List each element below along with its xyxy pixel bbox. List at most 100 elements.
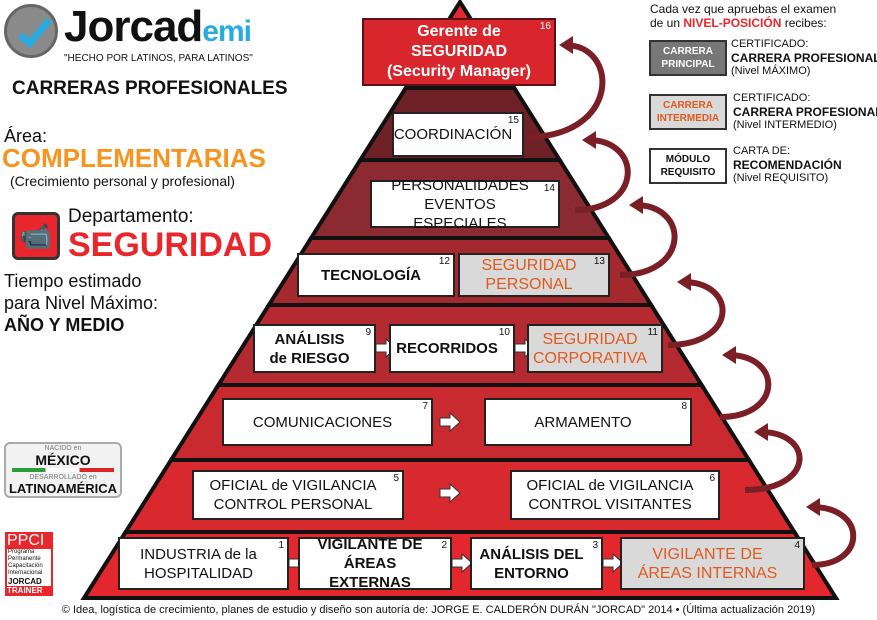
level-line: OFICIAL de VIGILANCIA	[209, 477, 377, 494]
ppci-line: Programa	[8, 549, 35, 555]
level-line: COMUNICACIONES	[252, 413, 393, 431]
slogan: "HECHO POR LATINOS, PARA LATINOS"	[64, 53, 253, 64]
level-number: 3	[592, 540, 598, 551]
arrow-right-icon	[451, 552, 473, 574]
department-label: Departamento:	[68, 206, 194, 227]
curved-arrow	[811, 504, 857, 568]
ppci-line: Internacional	[8, 570, 43, 576]
ppci-line: Capacitación	[8, 563, 43, 569]
level-line: ANÁLISIS	[274, 330, 345, 348]
legend-box-requisito: MÓDULO REQUISITO	[649, 148, 727, 184]
level-line: ÁREAS INTERNAS	[637, 564, 778, 582]
level-line: HOSPITALIDAD	[144, 564, 253, 582]
level-5-box: 5 OFICIAL de VIGILANCIA CONTROL PERSONAL	[192, 470, 404, 520]
level-line: ENTORNO	[494, 564, 569, 582]
badge-region: LATINOAMÉRICA	[8, 481, 118, 496]
arrowhead-icon	[629, 196, 643, 214]
legend-l1: CERTIFICADO:	[731, 38, 809, 50]
level-line: Gerente de	[417, 23, 501, 40]
area-value: COMPLEMENTARIAS	[2, 143, 266, 173]
curved-arrow	[574, 137, 631, 213]
arrowhead-icon	[582, 131, 596, 149]
level-number: 7	[422, 401, 428, 412]
legend-l2: RECOMENDACIÓN	[733, 158, 842, 172]
legend-intro-text: recibes:	[781, 16, 827, 30]
legend-l3: (Nivel INTERMEDIO)	[733, 119, 837, 131]
arrow-right-icon	[439, 411, 461, 433]
curved-arrow	[744, 429, 803, 493]
brand-main: Jorcad	[64, 2, 203, 51]
level-line: OFICIAL de VIGILANCIA	[526, 477, 694, 494]
arrowhead-icon	[722, 346, 736, 364]
level-13-box: 13 SEGURIDAD PERSONAL	[458, 253, 610, 297]
arrowhead-icon	[806, 498, 820, 516]
arrowhead-icon	[754, 423, 768, 441]
legend-intro-text: de un	[650, 16, 684, 30]
level-number: 2	[441, 540, 447, 551]
arrow-right-icon	[439, 482, 461, 504]
level-line: ANÁLISIS DEL	[479, 545, 584, 563]
time-value: AÑO Y MEDIO	[4, 315, 125, 335]
level-number: 13	[593, 256, 605, 267]
level-line: PERSONALIDADES	[391, 176, 529, 194]
time-line1: Tiempo estimado	[4, 271, 142, 291]
badge-top: NACIDO en	[44, 445, 82, 452]
legend-box-intermedia: CARRERA INTERMEDIA	[649, 94, 727, 130]
level-number: 11	[647, 327, 658, 338]
level-line: EVENTOS ESPECIALES	[413, 195, 507, 232]
legend-l1: CERTIFICADO:	[733, 92, 811, 104]
badge-country: MÉXICO	[35, 452, 91, 468]
legend-l1: CARTA DE:	[733, 145, 791, 157]
legend-text-principal: CERTIFICADO:CARRERA PROFESIONAL(Nivel MÁ…	[731, 38, 877, 78]
level-line: PERSONAL	[485, 276, 573, 293]
arrow-right-icon	[602, 552, 624, 574]
ppci-title: PPCI	[7, 532, 45, 549]
curved-arrow	[526, 42, 606, 140]
level-line: SEGURIDAD	[542, 330, 638, 348]
level-number: 1	[278, 540, 284, 551]
level-line: TECNOLOGÍA	[321, 266, 421, 284]
level-number: 16	[539, 21, 551, 32]
level-line: ÁREAS EXTERNAS	[329, 555, 411, 591]
legend-intro-line: Cada vez que apruebas el examen	[650, 2, 837, 16]
legend-l3: (Nivel REQUISITO)	[733, 172, 829, 184]
ppci-line: Permanente	[8, 556, 41, 562]
level-number: 9	[365, 327, 371, 338]
level-line: VIGILANTE DE	[317, 536, 423, 553]
level-number: 12	[438, 256, 450, 267]
level-line: de RIESGO	[269, 349, 350, 367]
arrowhead-icon	[559, 36, 573, 54]
legend-l2: CARRERA PROFESIONAL	[733, 105, 877, 119]
legend-highlight: NIVEL-POSICIÓN	[683, 16, 782, 30]
page-title: CARRERAS PROFESIONALES	[12, 78, 288, 99]
legend-l3: (Nivel MÁXIMO)	[731, 65, 811, 77]
level-line: SEGURIDAD	[481, 257, 577, 274]
level-line: (Security Manager)	[386, 63, 532, 80]
legend-box-principal: CARRERA PRINCIPAL	[649, 40, 727, 76]
level-2-box: 2 VIGILANTE DE ÁREAS EXTERNAS	[298, 536, 452, 591]
legend-l2: CARRERA PROFESIONAL	[731, 51, 877, 65]
level-line: CONTROL PERSONAL	[213, 496, 373, 513]
level-line: RECORRIDOS	[396, 340, 498, 357]
mexico-badge: NACIDO en MÉXICO DESARROLLADO en LATINOA…	[4, 442, 122, 498]
legend-text-intermedia: CERTIFICADO:CARRERA PROFESIONAL(Nivel IN…	[733, 92, 877, 132]
level-number: 15	[507, 115, 519, 126]
level-number: 5	[393, 473, 399, 484]
level-line: ARMAMENTO	[534, 413, 632, 431]
level-number: 4	[794, 540, 800, 551]
curved-arrow	[719, 352, 772, 420]
